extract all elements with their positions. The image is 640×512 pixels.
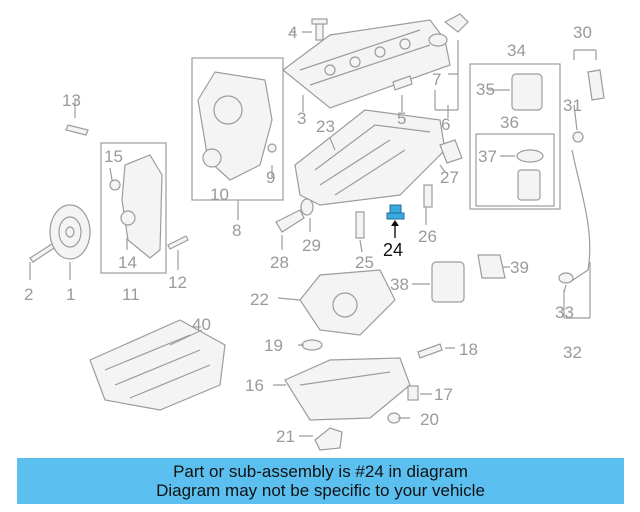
callout-23: 23 [316, 117, 335, 136]
cap-7 [428, 13, 469, 47]
part-27 [439, 139, 463, 164]
callout-37: 37 [478, 147, 497, 166]
callout-32: 32 [563, 343, 582, 362]
callout-38: 38 [390, 275, 409, 294]
bolt-4 [311, 18, 328, 41]
callout-7: 7 [432, 70, 441, 89]
part-28 [275, 209, 305, 233]
callout-18: 18 [459, 340, 478, 359]
callout-8: 8 [232, 221, 241, 240]
dipstick [558, 69, 605, 284]
front-cover [109, 154, 163, 259]
part-39 [477, 254, 506, 279]
sensor-5 [392, 75, 413, 91]
callout-6: 6 [441, 115, 450, 134]
oil-filter-housing [511, 73, 544, 201]
callout-26: 26 [418, 227, 437, 246]
callout-11: 11 [122, 285, 140, 304]
bolt-2 [29, 243, 55, 263]
callout-14: 14 [118, 253, 137, 272]
upper-oil-pan [294, 109, 446, 206]
callout-29: 29 [302, 236, 321, 255]
callout-25: 25 [355, 253, 374, 272]
banner-line-1: Part or sub-assembly is #24 in diagram [173, 462, 468, 481]
callout-34: 34 [507, 41, 526, 60]
callout-5: 5 [397, 109, 406, 128]
callout-4: 4 [288, 23, 297, 42]
box-34 [469, 63, 561, 210]
valve-cover [282, 19, 451, 109]
pulley [49, 204, 91, 260]
callout-30: 30 [573, 23, 592, 42]
callout-20: 20 [420, 410, 439, 429]
bolt-17 [407, 385, 419, 401]
oil-pump [299, 269, 396, 336]
callout-39: 39 [510, 258, 529, 277]
callout-16: 16 [245, 376, 264, 395]
part-26 [423, 184, 433, 208]
gasket-19 [301, 339, 323, 351]
lower-oil-pan [284, 357, 411, 421]
callout-40: 40 [192, 315, 211, 334]
callout-10: 10 [210, 185, 229, 204]
callout-3: 3 [297, 109, 306, 128]
callout-22: 22 [250, 290, 269, 309]
callout-12: 12 [168, 273, 187, 292]
oil-cooler [431, 261, 465, 303]
info-banner: Part or sub-assembly is #24 in diagram D… [17, 458, 624, 504]
callout-19: 19 [264, 336, 283, 355]
callout-17: 17 [434, 385, 453, 404]
callout-28: 28 [270, 253, 289, 272]
callout-13: 13 [62, 91, 81, 110]
callout-36: 36 [500, 113, 519, 132]
part-24-highlighted[interactable] [386, 204, 405, 238]
banner-line-2: Diagram may not be specific to your vehi… [156, 481, 485, 500]
part-25 [355, 211, 365, 239]
callout-24-highlighted[interactable]: 24 [383, 240, 403, 260]
box-11 [100, 142, 167, 274]
intake-manifold [89, 319, 226, 411]
callout-21: 21 [276, 427, 295, 446]
callout-15: 15 [104, 147, 123, 166]
callout-31: 31 [563, 96, 582, 115]
part-18 [417, 343, 443, 359]
parts-diagram: 1 2 3 4 5 6 7 8 9 10 11 12 13 14 15 16 1… [24, 13, 605, 451]
bolt-12 [167, 235, 189, 250]
callout-9: 9 [266, 168, 275, 187]
callout-27: 27 [440, 168, 459, 187]
part-29 [300, 198, 314, 216]
box-36 [475, 133, 555, 207]
callout-1: 1 [66, 285, 75, 304]
clip-13 [65, 124, 89, 136]
callout-35: 35 [476, 80, 495, 99]
callout-2: 2 [24, 285, 33, 304]
sensor-21 [314, 427, 343, 451]
timing-cover [197, 71, 277, 181]
callout-33: 33 [555, 303, 574, 322]
